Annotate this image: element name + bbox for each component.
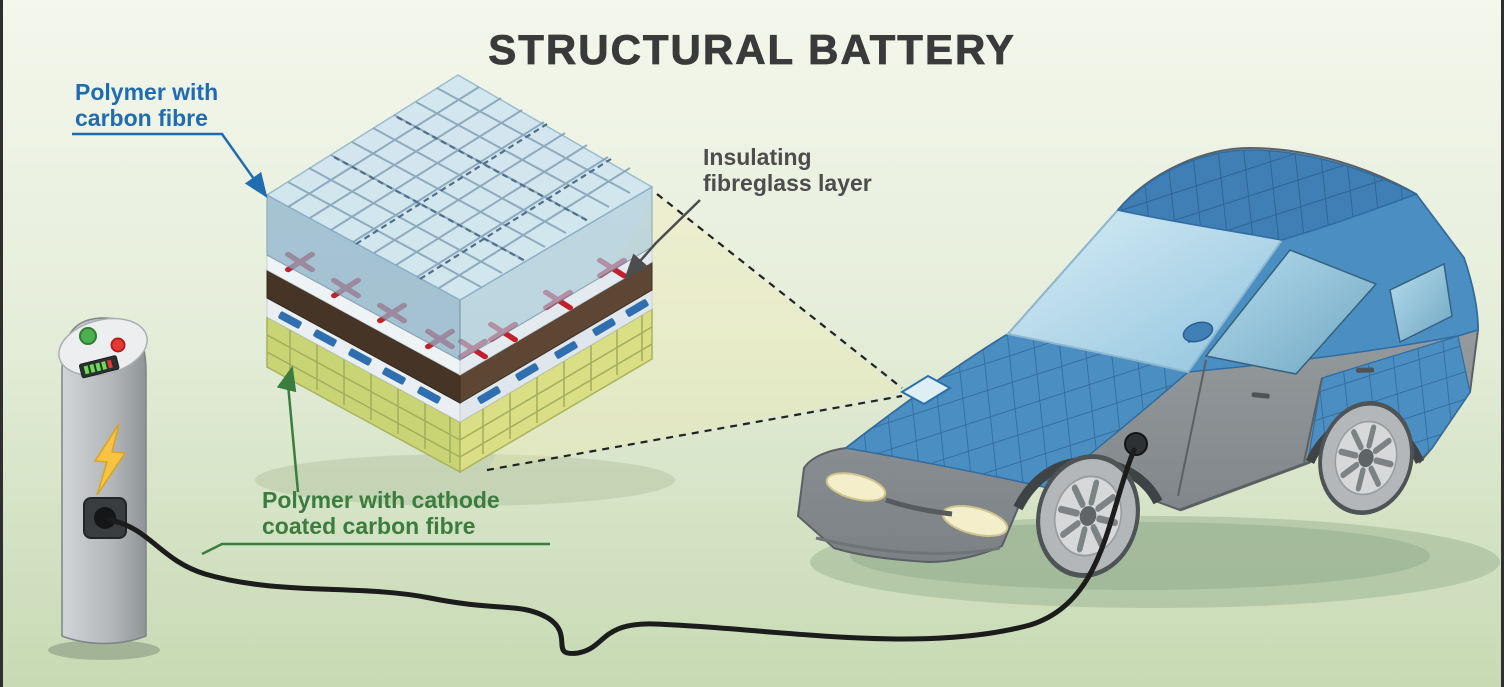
label-insulating-line2: fibreglass layer <box>703 170 872 196</box>
car-illustration <box>796 146 1480 578</box>
car-door-handle-rear <box>1356 367 1375 373</box>
charging-cable <box>107 447 1137 656</box>
label-insulating-arrow <box>624 199 701 279</box>
car-rear-quarter-window <box>1389 262 1453 344</box>
ev-charging-station <box>58 317 148 645</box>
label-cathode-carbon-fibre: Polymer with cathode coated carbon fibre <box>201 365 550 556</box>
car-charge-port <box>1124 432 1148 456</box>
zoom-dashed-lines <box>486 193 903 472</box>
label-cathode-line1: Polymer with cathode <box>262 487 500 513</box>
car-door-lines <box>1177 359 1323 512</box>
label-cathode-line2: coated carbon fibre <box>262 513 475 539</box>
blue-dash-markers <box>278 299 649 404</box>
battery-shadow <box>255 454 675 506</box>
right-edge-border <box>1501 0 1504 687</box>
layer-top-polymer <box>265 74 654 362</box>
car-rear-wheel <box>1318 401 1414 515</box>
charger-green-button <box>79 327 97 345</box>
car-bumper-line <box>815 536 1001 555</box>
charger-red-button <box>110 337 126 353</box>
label-cathode-underline <box>201 542 550 556</box>
car-headlight-left <box>825 472 887 502</box>
zoom-highlight-patch <box>900 374 952 406</box>
car-door-handle-front <box>1251 392 1270 399</box>
zoom-triangle <box>487 194 902 470</box>
charger-display <box>79 355 120 379</box>
battery-layer-stack <box>265 74 902 474</box>
label-polymer-line1: Polymer with <box>75 79 218 105</box>
car-side-window <box>1204 249 1378 375</box>
cathode-mesh <box>266 315 653 463</box>
label-cathode-arrow <box>276 365 300 493</box>
car-mirror <box>1182 321 1214 344</box>
layer-cathode-polymer <box>266 307 653 474</box>
label-polymer-line2: carbon fibre <box>75 105 208 131</box>
layer-separator-anode <box>266 289 653 423</box>
charger-socket-hole <box>94 507 116 529</box>
left-edge-border <box>0 0 3 687</box>
label-polymer-carbon-fibre: Polymer with carbon fibre <box>72 79 268 199</box>
label-insulating-fibreglass: Insulating fibreglass layer <box>624 144 872 279</box>
wheel-spokes <box>1338 424 1394 492</box>
page-title: STRUCTURAL BATTERY <box>488 26 1016 73</box>
charger-shadow <box>48 640 160 660</box>
car-roof <box>1116 149 1418 241</box>
label-polymer-arrow <box>72 132 268 199</box>
lightning-bolt-icon <box>93 423 127 496</box>
label-insulating-line1: Insulating <box>703 144 812 170</box>
carbon-fibre-mesh <box>287 86 631 289</box>
car-grille <box>885 497 953 517</box>
dark-fibre-strands <box>333 116 612 280</box>
